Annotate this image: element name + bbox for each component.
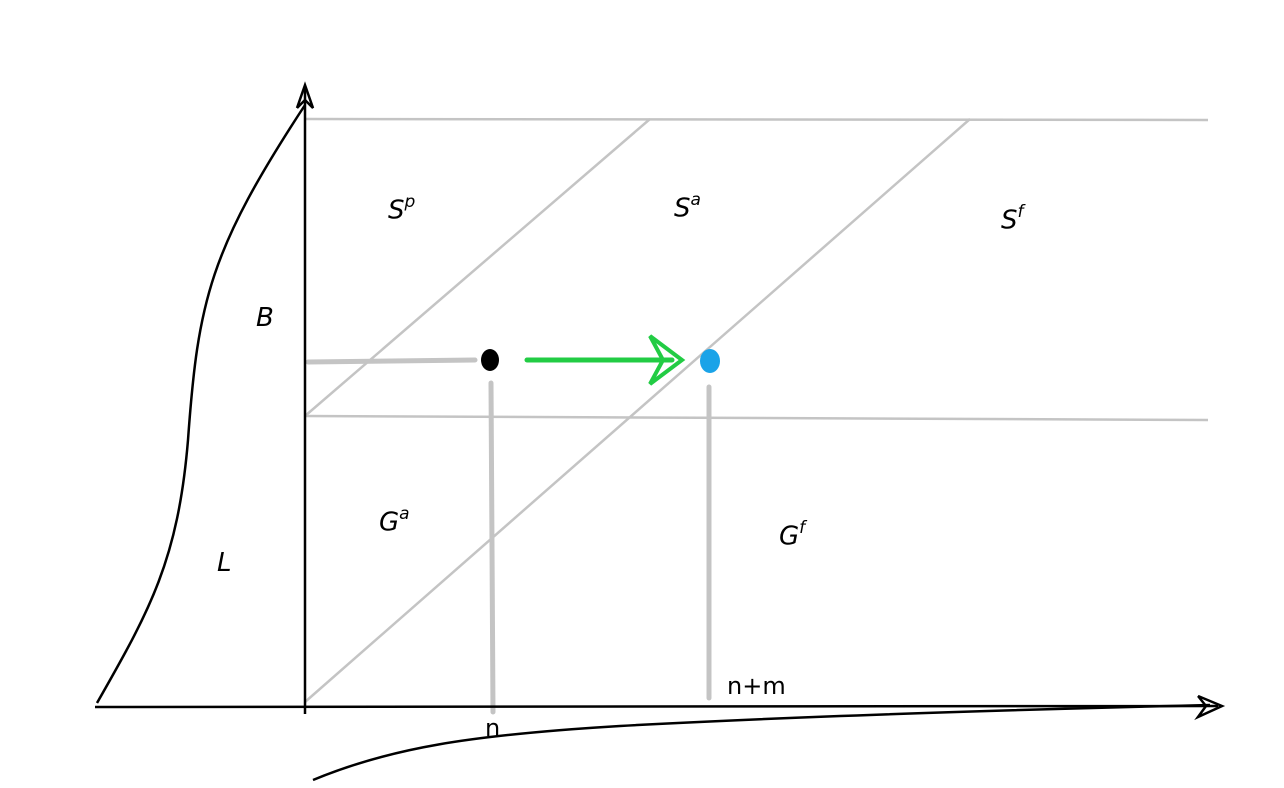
diagonal-line-2	[304, 118, 971, 703]
region-label-sp: Sp	[388, 192, 416, 226]
end-point	[700, 349, 720, 373]
top-boundary-line	[304, 117, 1209, 122]
region-label-sa: Sa	[674, 190, 701, 224]
x-tick-n: n	[485, 714, 501, 742]
x-axis	[94, 704, 1219, 709]
horizontal-projection	[305, 357, 478, 365]
middle-boundary-line	[304, 414, 1209, 422]
y-axis-arrow-icon	[295, 81, 315, 109]
region-label-gf: Gf	[779, 518, 806, 552]
diagonal-line-1	[304, 118, 651, 417]
x-tick-n-plus-m: n+m	[727, 672, 786, 700]
x-axis-arrow-icon	[1194, 694, 1226, 721]
vertical-projection-n	[488, 380, 496, 715]
left-density-curve	[95, 104, 307, 704]
bottom-density-curve	[312, 703, 1211, 782]
region-label-ga: Ga	[379, 504, 410, 538]
transition-arrowhead-icon	[648, 334, 686, 386]
region-label-b: B	[256, 303, 274, 333]
region-label-l: L	[217, 548, 232, 578]
start-point	[481, 349, 499, 371]
region-label-sf: Sf	[1001, 202, 1024, 236]
